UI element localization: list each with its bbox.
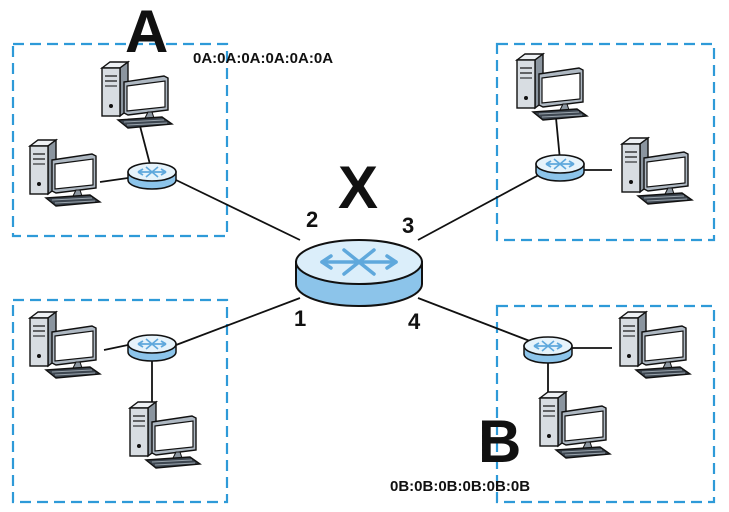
area-top-right (495, 42, 716, 242)
switch-label: X (338, 154, 379, 221)
links (99, 117, 612, 402)
port-4-label: 4 (408, 309, 421, 334)
host-a-mac: 0A:0A:0A:0A:0A:0A (193, 50, 334, 67)
computer-icon (539, 391, 611, 459)
host-b-label: B (478, 408, 522, 475)
computer-icon (516, 53, 588, 121)
port-3-label: 3 (402, 213, 415, 238)
area-bottom-left (11, 298, 229, 504)
computer-icon (619, 311, 691, 379)
port-1-label: 1 (294, 306, 307, 331)
host-a-label: A (125, 0, 169, 65)
area-bottom-right (495, 304, 716, 504)
computer-icon (129, 401, 201, 469)
link-port-4 (417, 297, 549, 349)
computer-icon (621, 137, 693, 205)
link-port-2 (175, 179, 301, 241)
port-2-label: 2 (306, 207, 319, 232)
hub-icon (523, 336, 573, 364)
computer-icon (29, 139, 101, 207)
computer-icon (29, 311, 101, 379)
switch-icon (295, 239, 423, 307)
hub-icon (127, 162, 177, 190)
link-port-1 (175, 297, 301, 346)
hub-icon (535, 154, 585, 182)
link-port-3 (417, 169, 549, 241)
area-top-left (11, 42, 229, 238)
computer-icon (101, 61, 173, 129)
host-b-mac: 0B:0B:0B:0B:0B:0B (390, 478, 531, 495)
hub-icon (127, 334, 177, 362)
